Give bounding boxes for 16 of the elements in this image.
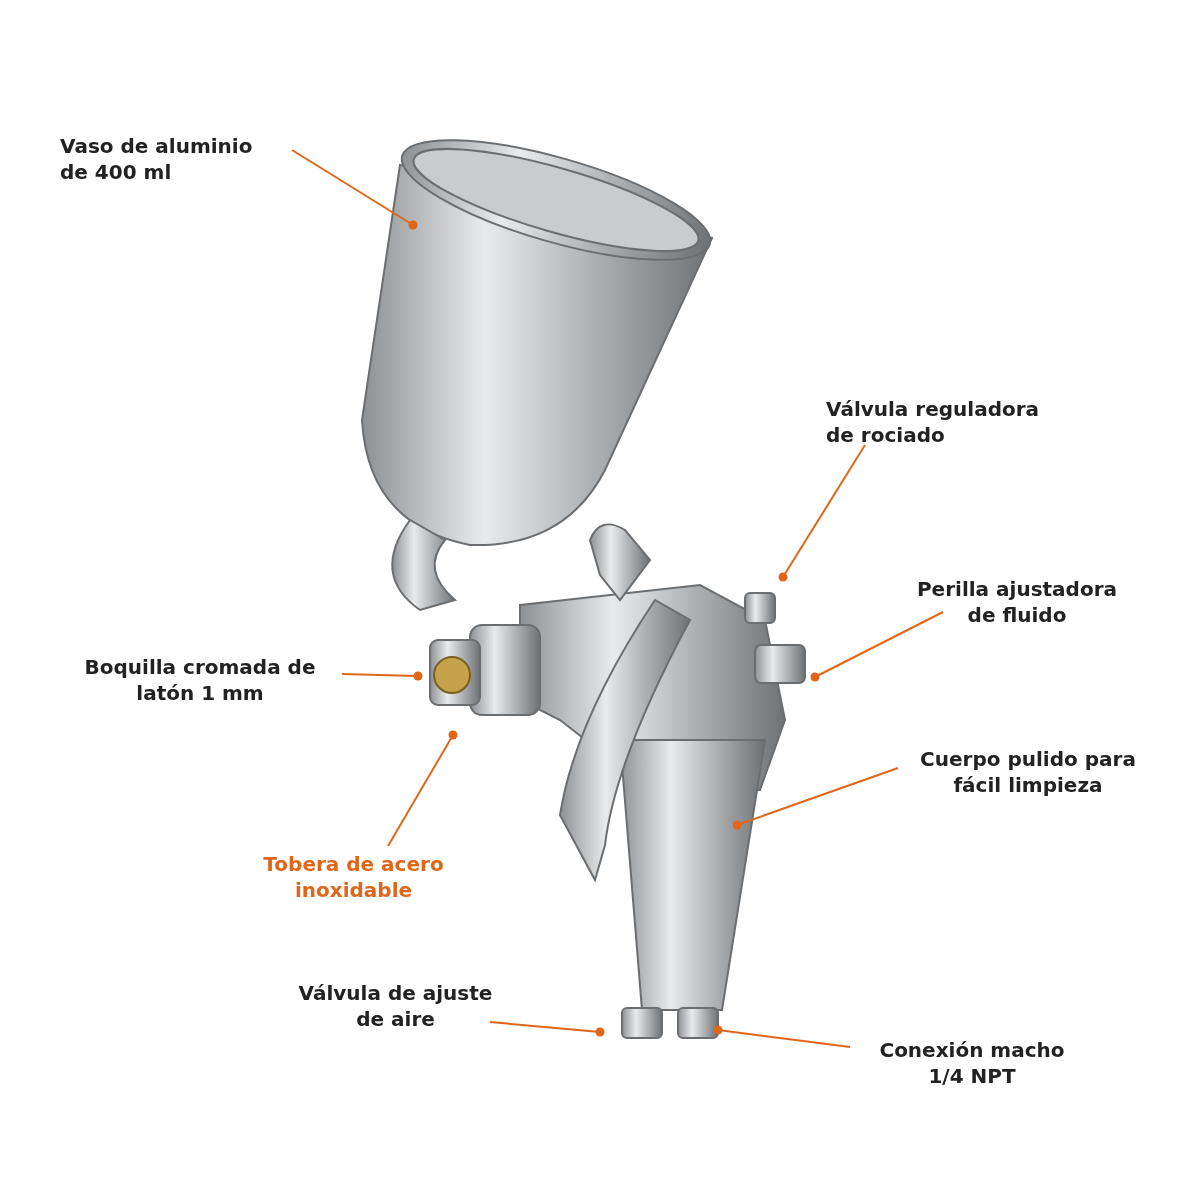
callout-label: Cuerpo pulido para fácil limpieza: [908, 746, 1148, 798]
leader-line: [810, 611, 944, 682]
leader-line: [713, 1025, 851, 1048]
leader-line: [778, 444, 866, 582]
leader-line: [489, 1021, 605, 1037]
leader-line: [387, 730, 458, 847]
callout-label: Conexión macho 1/4 NPT: [872, 1037, 1072, 1089]
callout-label: Perilla ajustadora de fluido: [902, 576, 1132, 628]
callout-label: Válvula reguladora de rociado: [826, 396, 1066, 448]
leader-line: [732, 767, 899, 830]
leader-line: [291, 149, 418, 230]
callout-label: Vaso de aluminio de 400 ml: [60, 133, 265, 185]
callout-label: Boquilla cromada de latón 1 mm: [70, 654, 330, 706]
callout-label: Válvula de ajuste de aire: [288, 980, 503, 1032]
leader-line: [341, 671, 423, 681]
callout-label: Tobera de acero inoxidable: [246, 851, 461, 903]
